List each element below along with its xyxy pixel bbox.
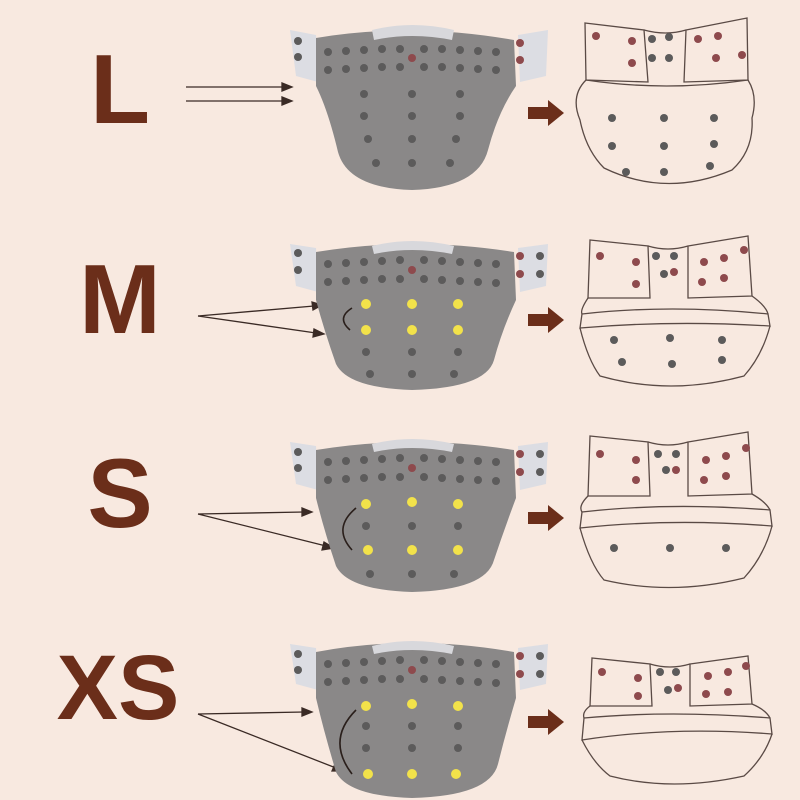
result-arrow	[528, 505, 564, 531]
pointer-arrows	[186, 82, 294, 106]
size-row-l: L	[0, 0, 800, 200]
fold-curve-arrow	[339, 709, 357, 775]
yellow-snaps	[361, 497, 463, 555]
size-s-diagram	[197, 431, 773, 592]
outline-dots	[610, 450, 730, 552]
outline-brown-dots	[596, 246, 748, 288]
fastened-diaper-outline	[575, 17, 755, 185]
outline-dots	[608, 33, 718, 176]
snap-dots	[294, 448, 544, 578]
fastened-diaper-outline	[581, 655, 773, 785]
fastened-diaper-outline	[579, 431, 773, 589]
outline-dots	[656, 668, 680, 694]
size-label-l: L	[90, 34, 150, 144]
size-label-xs: XS	[56, 637, 180, 739]
outline-brown-dots	[596, 444, 750, 484]
size-l-diagram	[186, 17, 755, 191]
brown-snaps	[408, 39, 524, 64]
size-m-diagram	[197, 235, 771, 390]
fold-curve-arrow	[342, 507, 357, 551]
outline-brown-dots	[598, 662, 750, 700]
pointer-arrows	[197, 507, 336, 551]
size-row-xs: XS	[0, 600, 800, 800]
result-arrow	[528, 100, 564, 126]
outline-brown-dots	[592, 32, 746, 67]
size-label-s: S	[87, 438, 153, 548]
size-label-m: M	[79, 244, 161, 354]
size-xs-diagram	[197, 641, 773, 798]
brown-snaps	[408, 652, 524, 678]
snap-dots	[294, 37, 500, 167]
pointer-arrows	[197, 301, 326, 338]
outline-dots	[610, 252, 726, 368]
result-arrow	[528, 307, 564, 333]
snap-dots	[294, 249, 544, 378]
fold-curve-arrow	[342, 307, 353, 331]
yellow-snaps	[361, 299, 463, 335]
yellow-snaps	[361, 699, 463, 779]
brown-snaps	[408, 252, 524, 278]
brown-snaps	[408, 450, 524, 476]
size-row-m: M	[0, 200, 800, 400]
fastened-diaper-outline	[579, 235, 771, 387]
size-row-s: S	[0, 400, 800, 600]
snap-dots	[294, 650, 544, 752]
result-arrow	[528, 709, 564, 735]
